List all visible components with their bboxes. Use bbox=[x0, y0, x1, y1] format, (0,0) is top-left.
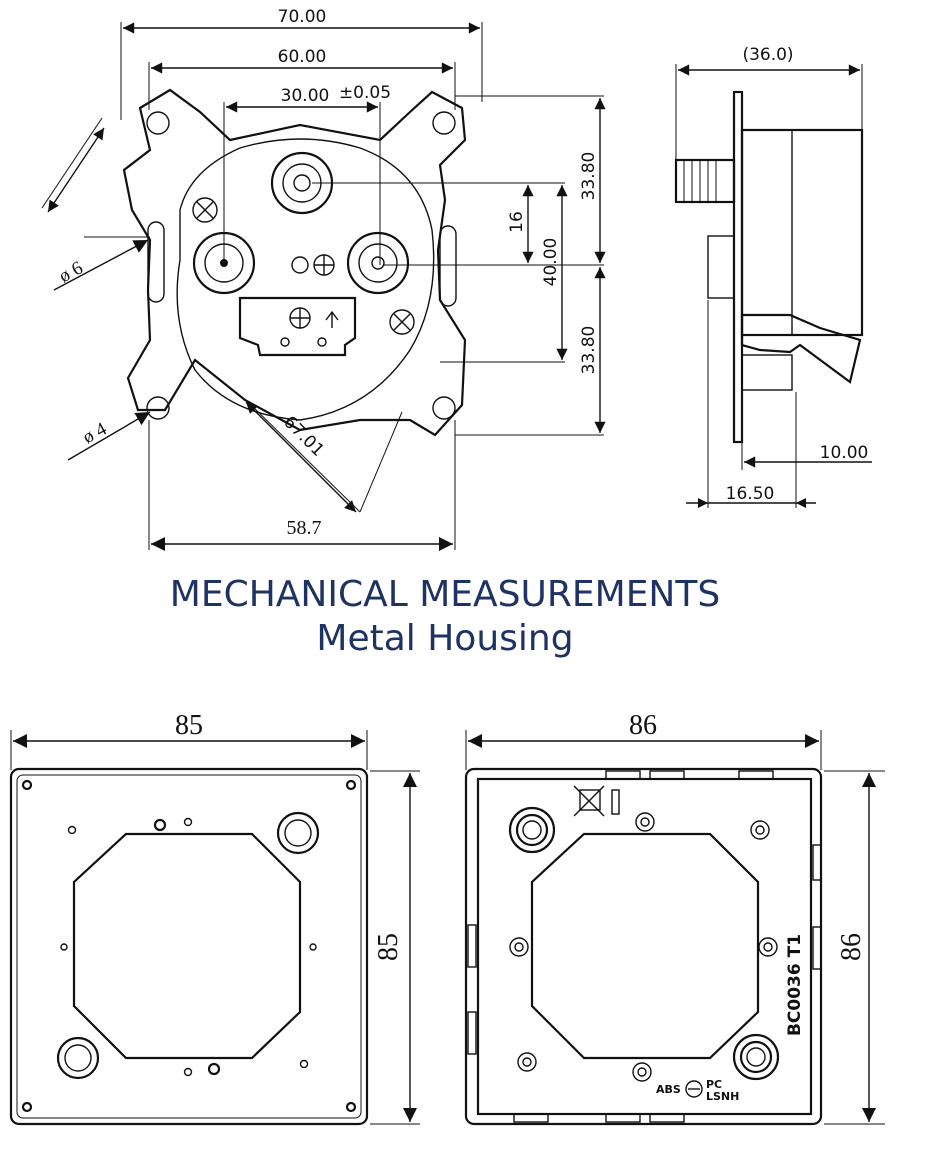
dim-30-tolerance: ±0.05 bbox=[339, 83, 391, 103]
side-plate bbox=[732, 90, 744, 444]
dim-line-diag-upper bbox=[47, 127, 105, 213]
dim-86-height-label: 86 bbox=[836, 933, 867, 961]
side-connector bbox=[674, 158, 736, 204]
dim-16-label: 16 bbox=[507, 211, 527, 233]
dim-33-upper-label: 33.80 bbox=[579, 152, 599, 201]
plate-front-view: 85 85 bbox=[9, 710, 420, 1126]
dim-40-label: 40.00 bbox=[541, 238, 561, 287]
dim-36-label: (36.0) bbox=[742, 45, 793, 65]
dim-60-label: 60.00 bbox=[278, 47, 327, 67]
front-octagon-window bbox=[72, 832, 302, 1060]
right-screw bbox=[389, 309, 415, 335]
front-connector-top bbox=[276, 811, 320, 855]
side-body bbox=[740, 128, 864, 337]
housing-outline bbox=[122, 88, 467, 437]
material-symbol-icon bbox=[685, 1080, 703, 1098]
dim-33-lower-label: 33.80 bbox=[579, 326, 599, 375]
corner-hole-tl bbox=[146, 111, 170, 135]
dim-86-width-label: 86 bbox=[629, 710, 657, 741]
phi6-label: ø 6 bbox=[56, 257, 87, 287]
right-slot bbox=[439, 225, 457, 307]
dim-85-width-label: 85 bbox=[175, 710, 203, 741]
dim-30-label: 30.00 bbox=[281, 86, 330, 106]
dim-70-label: 70.00 bbox=[278, 7, 327, 27]
part-code-label: BC0036 T1 bbox=[785, 934, 805, 1036]
front-plate bbox=[9, 767, 369, 1126]
front-connector-bottom bbox=[56, 1036, 100, 1080]
left-connector bbox=[192, 231, 256, 295]
dim-10-label: 10.00 bbox=[820, 443, 869, 463]
material-pc-label: PC bbox=[706, 1078, 722, 1091]
title-line-1: MECHANICAL MEASUREMENTS bbox=[170, 574, 720, 615]
cable-clamp bbox=[238, 296, 357, 357]
material-abs-label: ABS bbox=[656, 1083, 681, 1096]
left-screw bbox=[192, 197, 218, 223]
back-octagon-window bbox=[530, 832, 760, 1060]
left-slot bbox=[147, 221, 165, 303]
back-connector-top bbox=[508, 806, 556, 854]
corner-hole-tr bbox=[432, 111, 456, 135]
dim-16-50-label: 16.50 bbox=[726, 484, 775, 504]
material-lsnh-label: LSNH bbox=[706, 1090, 739, 1103]
plate-back-view: 86 bbox=[464, 710, 885, 1126]
title-line-2: Metal Housing bbox=[316, 618, 573, 659]
dim-58-label: 58.7 bbox=[287, 517, 322, 539]
right-connector bbox=[346, 231, 410, 295]
corner-hole-br bbox=[432, 396, 456, 420]
phi4-label: ø 4 bbox=[79, 418, 110, 448]
back-connector-bottom bbox=[732, 1033, 780, 1081]
dim-85-height-label: 85 bbox=[373, 933, 404, 961]
front-view: 70.00 60.00 30.00 ±0.05 bbox=[41, 7, 606, 551]
dim-line-diag bbox=[245, 401, 357, 513]
corner-hole-bl bbox=[146, 396, 170, 420]
weee-bin-icon bbox=[573, 785, 620, 817]
side-clip bbox=[740, 313, 862, 384]
side-view: (36.0) 10.00 16.50 bbox=[674, 45, 872, 508]
